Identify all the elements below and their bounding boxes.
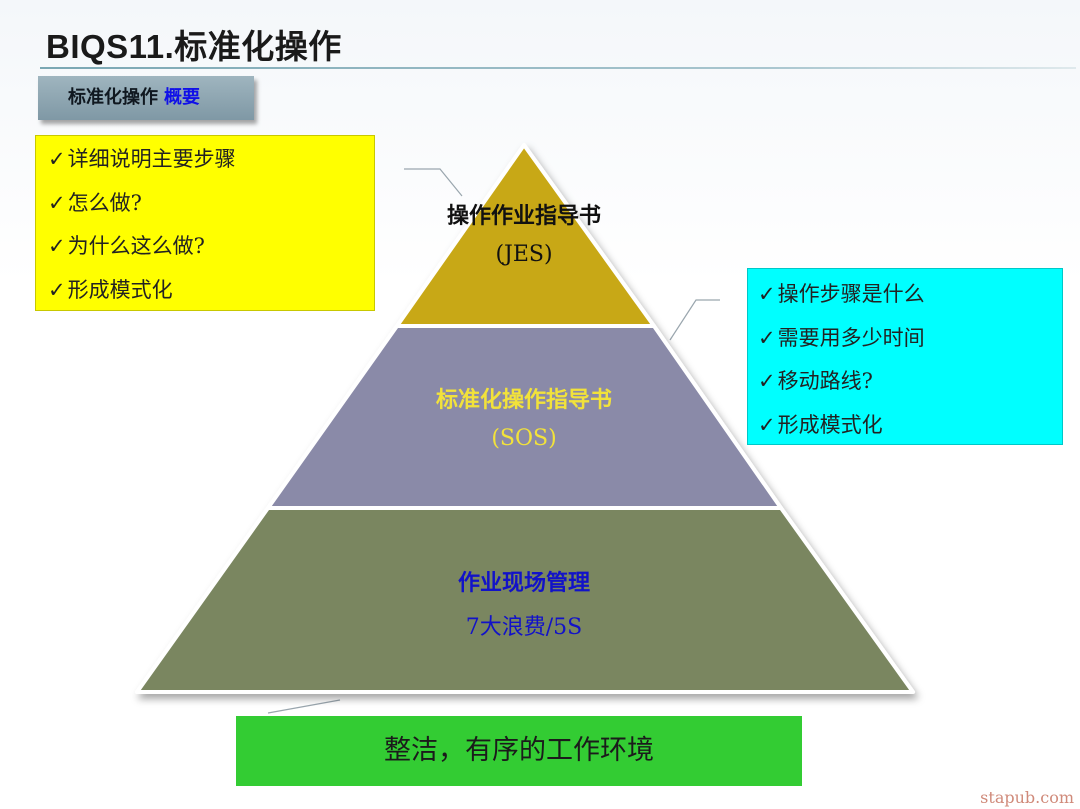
pyramid-middle-line2: (SOS)	[491, 426, 557, 451]
left-note-item: ✓形成模式化	[48, 275, 374, 319]
pyramid-bottom-line2: 7大浪费/5S	[465, 615, 583, 640]
left-note-text: 怎么做?	[67, 190, 142, 215]
check-icon: ✓	[48, 234, 66, 258]
pyramid-top-line2: (JES)	[495, 242, 553, 267]
pyramid-tier-bottom	[135, 506, 915, 694]
subtitle-box: 标准化操作概要	[38, 76, 254, 120]
check-icon: ✓	[758, 412, 776, 437]
subtitle-text: 标准化操作	[68, 87, 158, 108]
check-icon: ✓	[758, 369, 776, 393]
connector-line-right	[669, 299, 720, 341]
left-note-item: ✓详细说明主要步骤	[48, 144, 374, 188]
right-note-item: ✓形成模式化	[758, 410, 1062, 454]
pyramid-middle-line1: 标准化操作指导书	[435, 387, 612, 413]
pyramid-top-line1: 操作作业指导书	[446, 203, 601, 229]
connector-line-top	[404, 168, 463, 197]
right-note-box: ✓操作步骤是什么 ✓需要用多少时间 ✓移动路线? ✓形成模式化	[747, 268, 1063, 445]
right-note-text: 操作步骤是什么	[777, 282, 925, 306]
page-title: BIQS11.标准化操作	[46, 28, 342, 65]
connector-line-bottom	[267, 699, 341, 714]
check-icon: ✓	[758, 325, 776, 350]
left-note-item: ✓怎么做?	[48, 188, 374, 232]
subtitle-accent: 概要	[164, 87, 200, 108]
pyramid-tier-middle	[266, 324, 783, 510]
pyramid-bottom-line1: 作业现场管理	[457, 570, 590, 596]
footer-banner: 整洁，有序的工作环境	[236, 716, 802, 786]
watermark: stapub.com	[980, 788, 1074, 807]
right-note-item: ✓移动路线?	[758, 366, 1062, 410]
left-note-text: 形成模式化	[67, 277, 173, 302]
check-icon: ✓	[48, 190, 66, 215]
check-icon: ✓	[758, 282, 776, 306]
pyramid-tier-top	[395, 143, 656, 328]
right-note-item: ✓需要用多少时间	[758, 323, 1062, 367]
left-note-text: 为什么这么做?	[67, 234, 205, 258]
right-note-text: 形成模式化	[777, 412, 883, 437]
right-note-text: 移动路线?	[777, 369, 873, 393]
check-icon: ✓	[48, 147, 66, 171]
check-icon: ✓	[48, 277, 66, 302]
left-note-text: 详细说明主要步骤	[67, 147, 236, 171]
right-note-text: 需要用多少时间	[777, 325, 925, 350]
right-note-item: ✓操作步骤是什么	[758, 279, 1062, 323]
title-divider	[40, 67, 1076, 69]
left-note-item: ✓为什么这么做?	[48, 231, 374, 275]
left-note-box: ✓详细说明主要步骤 ✓怎么做? ✓为什么这么做? ✓形成模式化	[35, 135, 375, 311]
